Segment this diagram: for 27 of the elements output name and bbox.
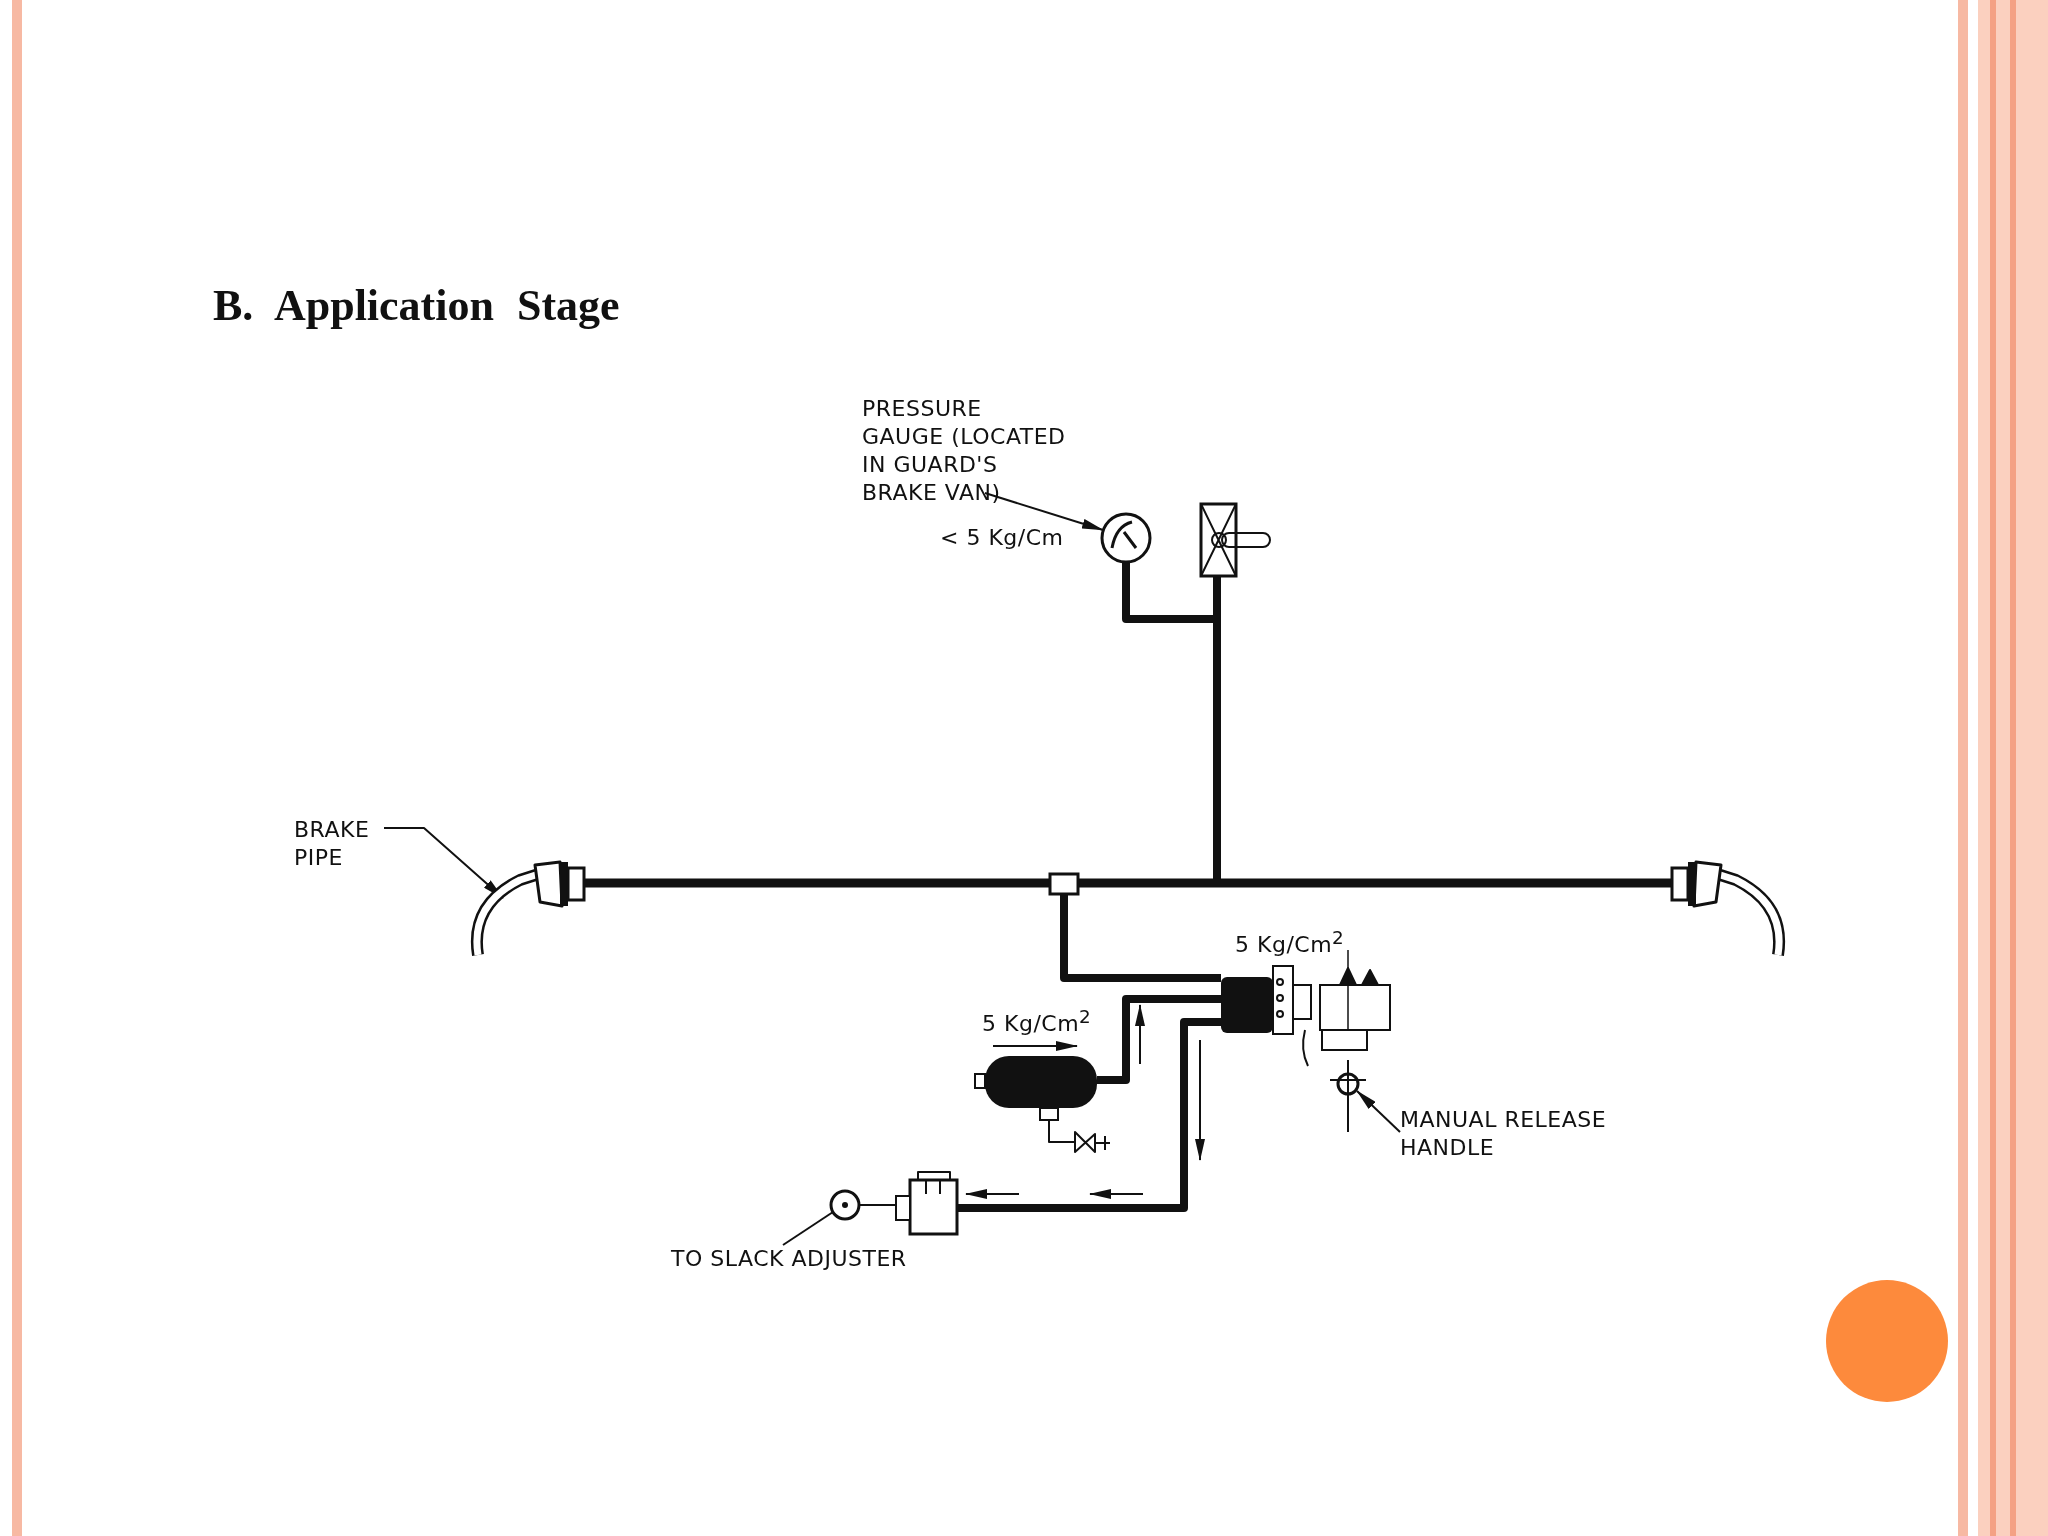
release-handle — [1329, 1059, 1367, 1133]
leader-line — [782, 1211, 834, 1246]
slack-adjuster-symbol — [829, 1189, 861, 1221]
leader-line — [1356, 1090, 1401, 1133]
callout-label: TO SLACK ADJUSTER — [671, 1245, 971, 1273]
slide-title: B. Application Stage — [213, 280, 620, 331]
callout-label: PRESSURE GAUGE (LOCATED IN GUARD'S BRAKE VAN) — [862, 395, 1067, 507]
brake-cylinder — [895, 1171, 959, 1236]
isolating-cock — [1199, 502, 1271, 578]
air-pipe — [1060, 894, 1221, 982]
pressure-label: 5 Kg/Cm$^{2}$ — [982, 1005, 1092, 1039]
hose-coupling — [1670, 860, 1786, 956]
air-reservoir — [974, 1056, 1097, 1121]
brake-pipe — [584, 872, 1672, 896]
pressure-gauge — [1100, 512, 1152, 564]
connecting-rod — [1048, 1119, 1076, 1143]
callout-label: MANUAL RELEASE HANDLE — [1400, 1106, 1645, 1162]
leader-line — [984, 492, 1104, 531]
hose-coupling — [470, 860, 586, 956]
connecting-rod — [858, 1204, 897, 1206]
callout-label: BRAKE PIPE — [294, 816, 384, 872]
drain-cock — [1074, 1131, 1111, 1153]
pressure-label: < 5 Kg/Cm — [940, 524, 1064, 552]
air-pipe — [957, 1018, 1221, 1212]
pressure-label: 5 Kg/Cm$^{2}$ — [1235, 926, 1345, 960]
leader-line — [383, 827, 504, 899]
air-pipe — [1097, 995, 1221, 1084]
